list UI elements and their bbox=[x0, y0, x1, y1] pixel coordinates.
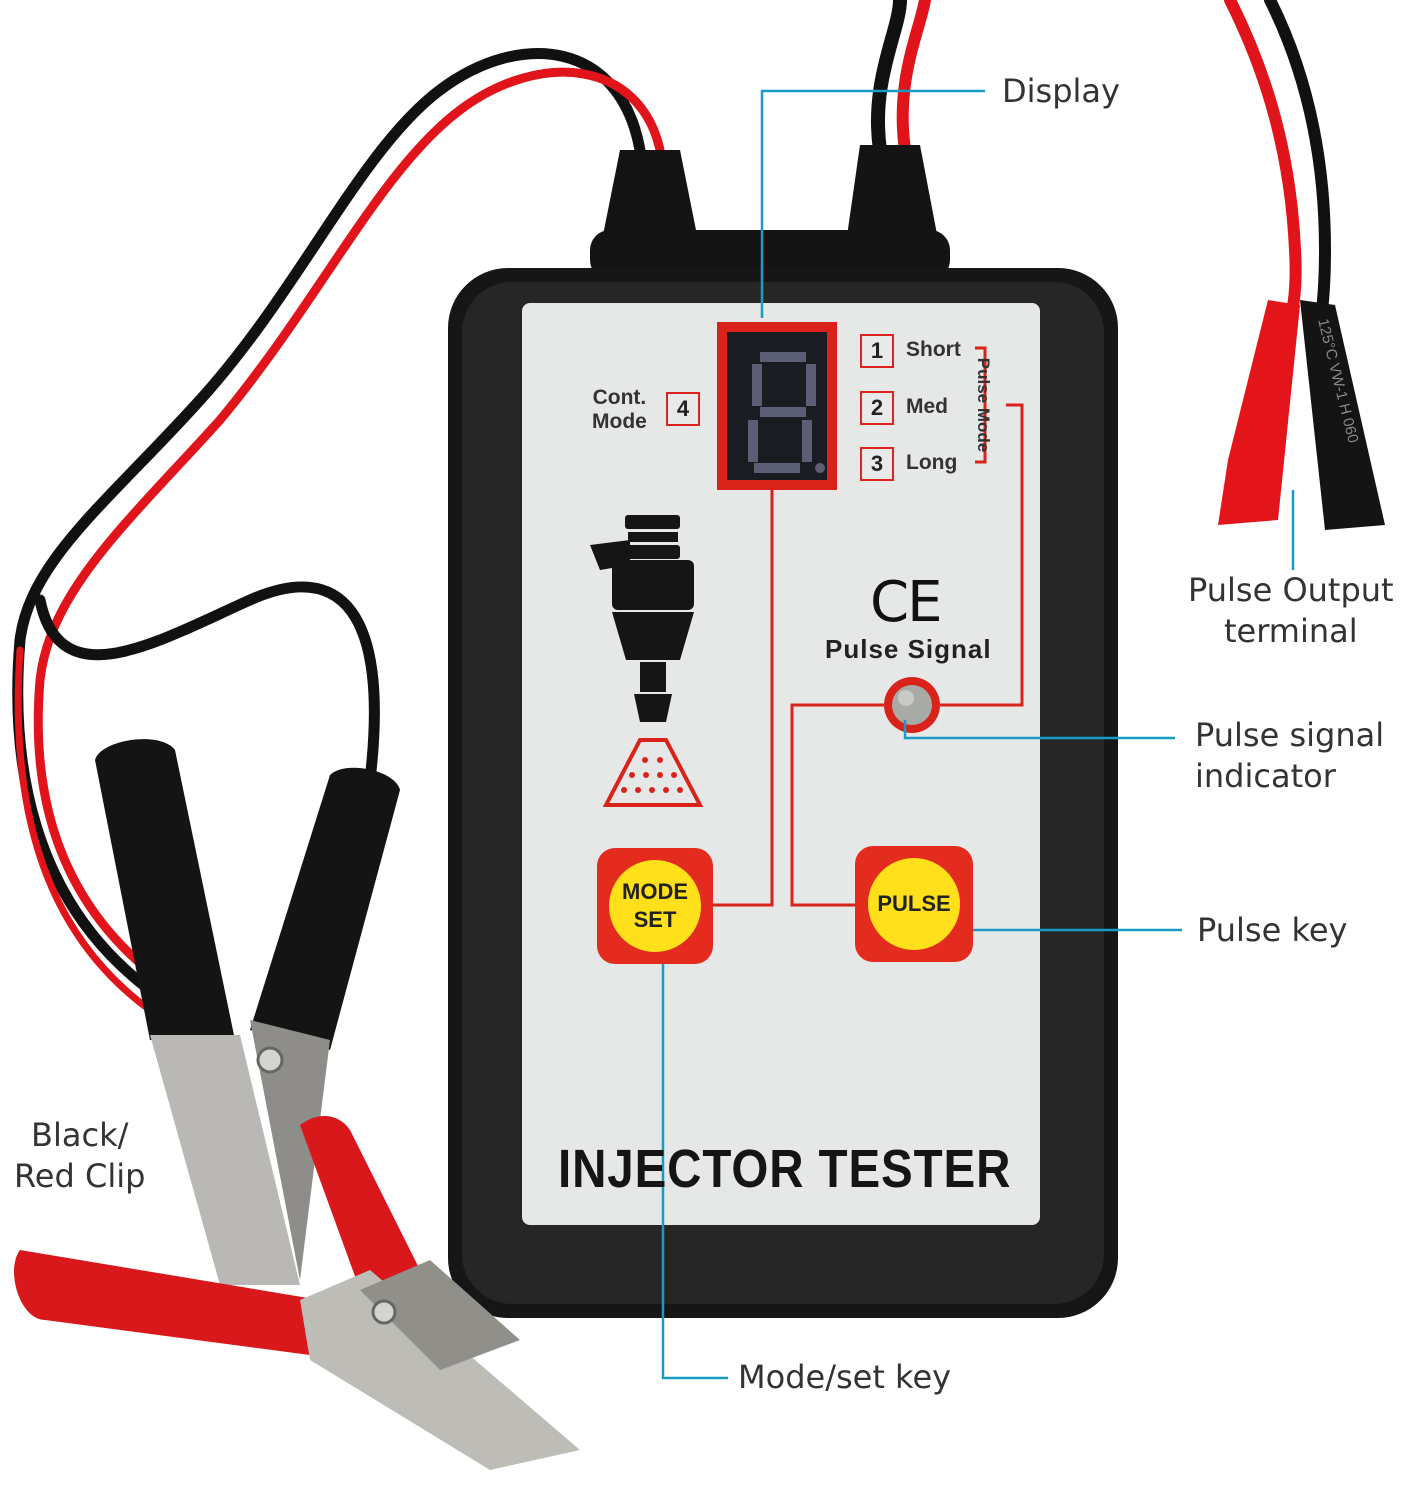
callout-clip-line1: Black/ bbox=[31, 1116, 129, 1154]
mode-key-line1: MODE bbox=[622, 879, 688, 904]
panel-circuit-traces bbox=[712, 403, 1024, 907]
callout-pulse-indicator-line2: indicator bbox=[1195, 757, 1336, 795]
callout-pulse-output-line1: Pulse Output bbox=[1188, 571, 1394, 609]
callout-pulse-output-line2: terminal bbox=[1223, 612, 1358, 650]
mode-1-label: Short bbox=[906, 338, 961, 361]
spray-icon bbox=[602, 738, 704, 807]
pulse-output-terminal-graphic: 125°C VW-1 H 060 bbox=[1218, 300, 1385, 530]
callout-clip: Black/ Red Clip bbox=[14, 1115, 145, 1197]
callout-pulse-output: Pulse Output terminal bbox=[1188, 570, 1394, 652]
mode-set-key[interactable]: MODE SET bbox=[597, 848, 713, 964]
callout-mode-set-key: Mode/set key bbox=[738, 1358, 952, 1396]
pulse-signal-label: Pulse Signal bbox=[825, 634, 992, 664]
pulse-key-face: PULSE bbox=[868, 858, 960, 950]
mode-set-key-face: MODE SET bbox=[609, 860, 701, 952]
mode-1-number: 1 bbox=[860, 334, 894, 368]
pulse-mode-bracket bbox=[975, 346, 987, 464]
clip-cables bbox=[12, 48, 665, 1014]
callout-pulse-indicator: Pulse signal indicator bbox=[1195, 715, 1384, 797]
cont-mode-line2: Mode bbox=[592, 410, 647, 433]
pulse-mode-label: Pulse Mode bbox=[974, 357, 994, 453]
black-clip-graphic bbox=[95, 739, 400, 1285]
pulse-key-label: PULSE bbox=[877, 891, 951, 916]
callout-pulse-key: Pulse key bbox=[1197, 911, 1348, 949]
cont-mode-label: Cont. Mode bbox=[592, 386, 647, 434]
pulse-key[interactable]: PULSE bbox=[855, 846, 973, 962]
callout-display: Display bbox=[1002, 72, 1120, 110]
red-clip-graphic bbox=[14, 1115, 580, 1470]
display-window bbox=[717, 322, 837, 490]
callout-pulse-indicator-line1: Pulse signal bbox=[1195, 716, 1385, 754]
callout-clip-line2: Red Clip bbox=[14, 1157, 146, 1195]
pulse-signal-led bbox=[884, 677, 940, 733]
mode-3-label: Long bbox=[906, 451, 958, 474]
injector-icon bbox=[590, 515, 694, 722]
device-title: INJECTOR TESTER bbox=[558, 1139, 1012, 1199]
mode-2-label: Med bbox=[906, 395, 948, 418]
cont-mode-number: 4 bbox=[666, 392, 700, 426]
ce-mark: CE bbox=[870, 570, 942, 635]
mode-3-number: 3 bbox=[860, 447, 894, 481]
mode-key-line2: SET bbox=[633, 907, 677, 932]
cont-mode-line1: Cont. bbox=[592, 386, 647, 409]
connector-boots bbox=[590, 145, 950, 280]
mode-2-number: 2 bbox=[860, 391, 894, 425]
